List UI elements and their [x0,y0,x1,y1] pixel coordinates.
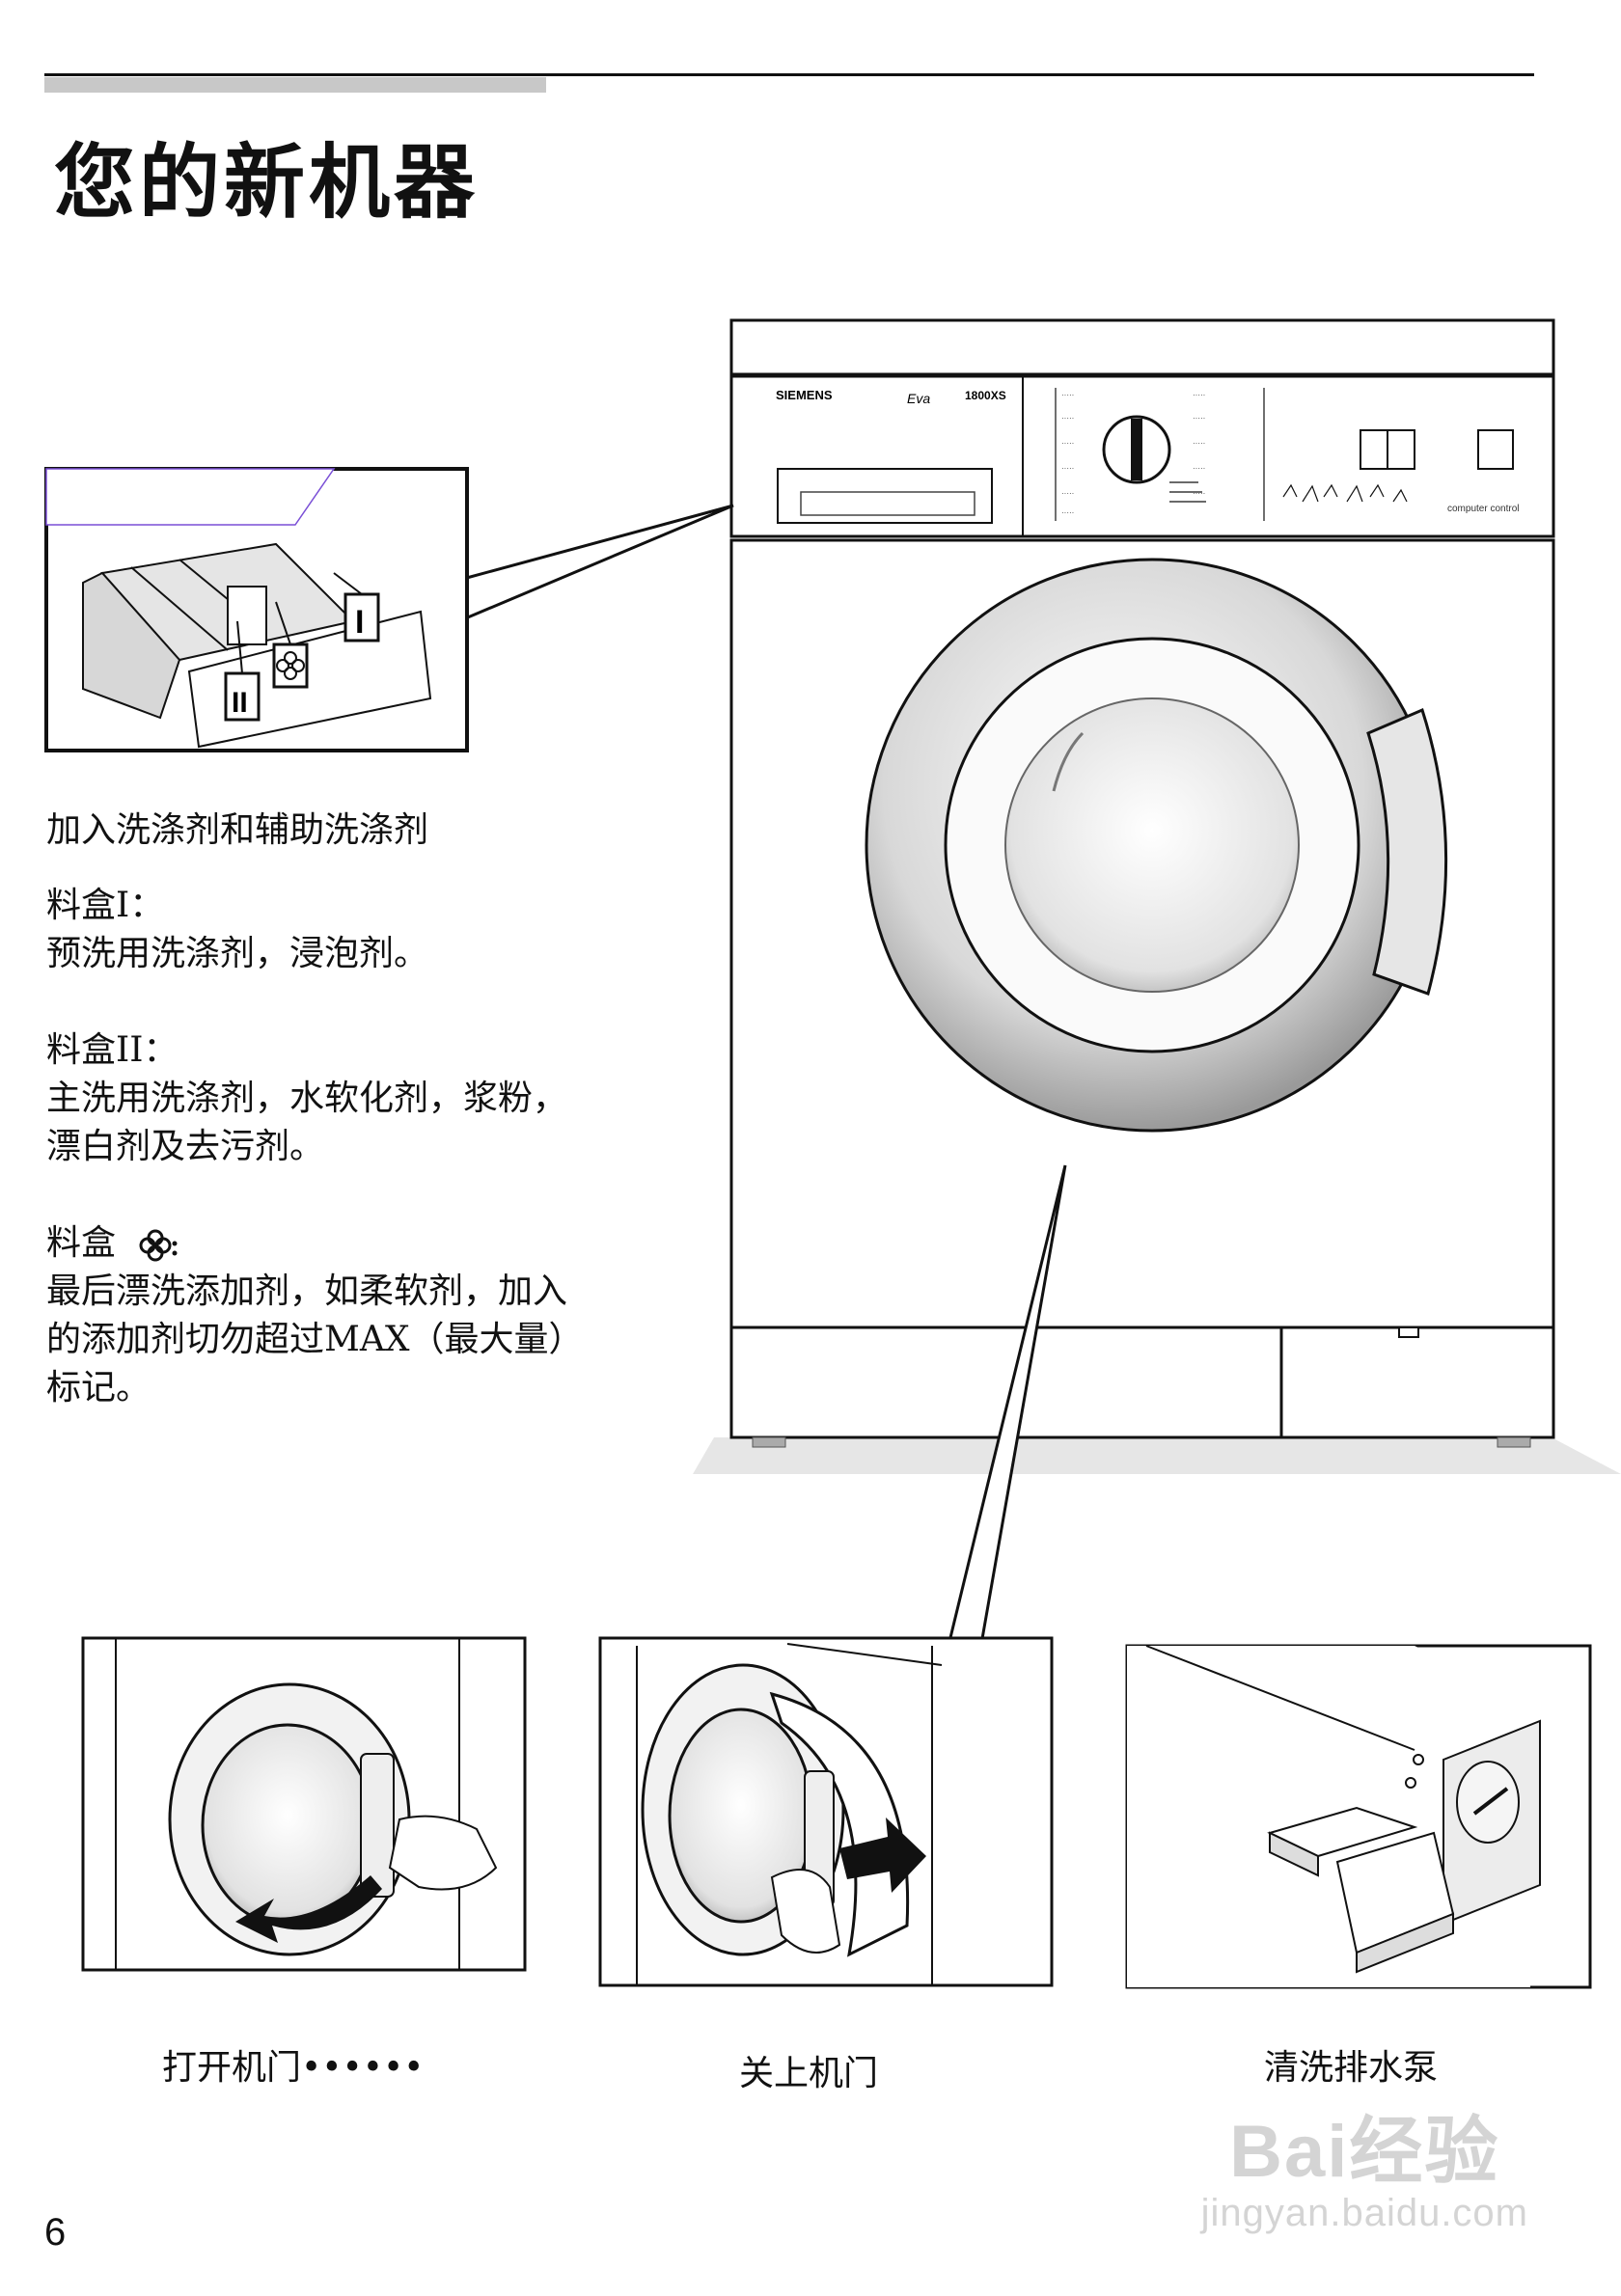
page-number: 6 [44,2211,67,2254]
compartment-I-label: I [355,604,364,641]
floor-shadow [693,1437,1621,1474]
box1-desc: 预洗用洗涤剂，浸泡剂。 [46,934,429,973]
baidu-watermark: Bai经验 jingyan.baidu.com [1201,2091,1528,2235]
compartment-I-label-box [343,592,380,642]
header-accent-bar [44,77,546,93]
box3-desc-line2: 的添加剂切勿超过MAX（最大量） [46,1320,584,1359]
caption-clean-pump: 清洗排水泵 [1264,2048,1439,2088]
machine-lid [729,318,1555,376]
model-text: 1800XS [965,389,1006,402]
machine-plinth [729,1326,1555,1439]
svg-text:·····: ····· [1061,414,1074,423]
box2-desc-line1: 主洗用洗涤剂，水软化剂，浆粉， [46,1079,568,1118]
hand-icon [770,1869,841,1954]
drain-pump-panel [1125,1644,1592,1989]
box3-title-row: 料盒 [46,1219,179,1268]
box2-desc-line2: 漂白剂及去污剂。 [46,1127,325,1166]
flower-icon [276,651,305,680]
door-handle [1366,707,1448,996]
svg-text:·····: ····· [1193,439,1205,448]
svg-text:·····: ····· [1061,439,1074,448]
dispenser-heading: 加入洗涤剂和辅助洗涤剂 [46,810,429,850]
svg-text:·····: ····· [1193,414,1205,423]
box1-title: 料盒I： [46,886,165,925]
arrow-icon [235,1875,382,1943]
svg-text:·····: ····· [1061,489,1074,498]
door-glass [1004,697,1300,993]
header-rule [44,73,1534,76]
page-title: 您的新机器 [54,135,480,230]
logo-script: Eva [907,391,930,406]
start-button [1477,429,1514,470]
box2-title: 料盒II： [46,1030,179,1070]
caption-close-door: 关上机门 [739,2054,879,2093]
compartment-II-label: II [232,687,248,719]
box3-desc-line1: 最后漂洗添加剂，如柔软剂，加入 [46,1271,568,1311]
box3-desc-line3: 标记。 [46,1368,151,1408]
drawer-closeup: I II [44,467,469,752]
brand-text: SIEMENS [776,388,833,402]
watermark-url: jingyan.baidu.com [1200,2192,1528,2234]
hand-icon [388,1815,498,1891]
flower-icon [139,1229,178,1262]
svg-text:·····: ····· [1193,391,1205,399]
svg-text:·····: ····· [1061,391,1074,399]
flower-symbol-box [272,642,309,689]
open-door-panel [81,1636,527,1972]
svg-text:·····: ····· [1061,464,1074,473]
box3-title: 料盒 [46,1223,117,1263]
panel-label: computer control [1447,504,1519,514]
drawer-callout-pointer [461,504,734,622]
svg-text:·····: ····· [1193,489,1205,498]
watermark-brand: Bai经验 [1229,2111,1500,2193]
arrow-icon [839,1818,926,1893]
svg-text:·····: ····· [1193,464,1205,473]
svg-text:·····: ····· [1061,508,1074,517]
caption-open-door: 打开机门•••••• [162,2048,425,2088]
close-door-panel [598,1636,1054,1987]
